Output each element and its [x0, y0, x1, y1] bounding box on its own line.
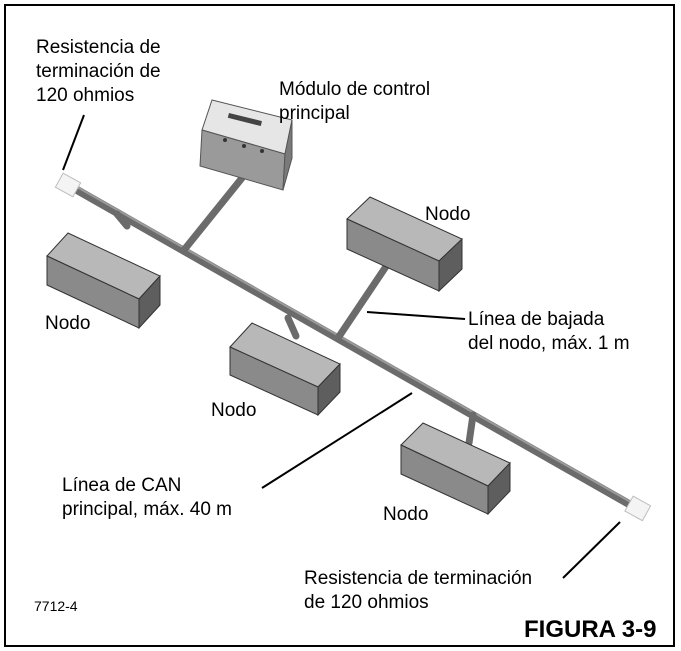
node-middle-label: Nodo	[211, 400, 257, 421]
drop-line-label: Línea de bajada del nodo, máx. 1 m	[468, 308, 630, 356]
termination-bottom-line-1: Resistencia de terminación	[304, 568, 533, 589]
leader-lines	[62, 114, 621, 579]
can-trunk-line	[66, 182, 640, 512]
termination-top-line-2: terminación de	[36, 61, 161, 82]
node-box-middle	[229, 322, 341, 417]
drop-line-line-1: Línea de bajada	[468, 309, 605, 330]
termination-resistor-bottom	[624, 495, 652, 522]
node-top-right-label: Nodo	[425, 204, 471, 225]
control-module-line-1: Módulo de control	[279, 79, 431, 100]
termination-bottom-line-2: de 120 ohmios	[304, 592, 429, 613]
control-module-label: Módulo de control principal	[279, 78, 430, 126]
control-module-line-2: principal	[279, 103, 350, 124]
drop-line-line-2: del nodo, máx. 1 m	[468, 333, 630, 354]
termination-resistor-top	[54, 172, 82, 198]
main-control-module	[199, 99, 293, 191]
termination-top-line-3: 120 ohmios	[36, 85, 135, 106]
termination-bottom-label: Resistencia de terminación de 120 ohmios	[304, 567, 532, 615]
figure-code: 7712-4	[34, 598, 78, 614]
node-left-label: Nodo	[45, 313, 91, 334]
can-line-line-1: Línea de CAN	[62, 475, 182, 496]
can-line-label: Línea de CAN principal, máx. 40 m	[62, 474, 232, 522]
figure-frame	[4, 4, 675, 647]
figure-title: FIGURA 3-9	[524, 616, 657, 643]
can-line-line-2: principal, máx. 40 m	[62, 499, 233, 520]
node-box-left	[46, 232, 161, 330]
node-box-bottom-right	[400, 422, 511, 516]
termination-top-line-1: Resistencia de	[36, 37, 161, 58]
drop-lines	[113, 174, 477, 447]
termination-top-label: Resistencia de terminación de 120 ohmios	[36, 36, 161, 108]
node-box-top-right	[346, 196, 463, 293]
node-bottom-right-label: Nodo	[383, 504, 429, 525]
